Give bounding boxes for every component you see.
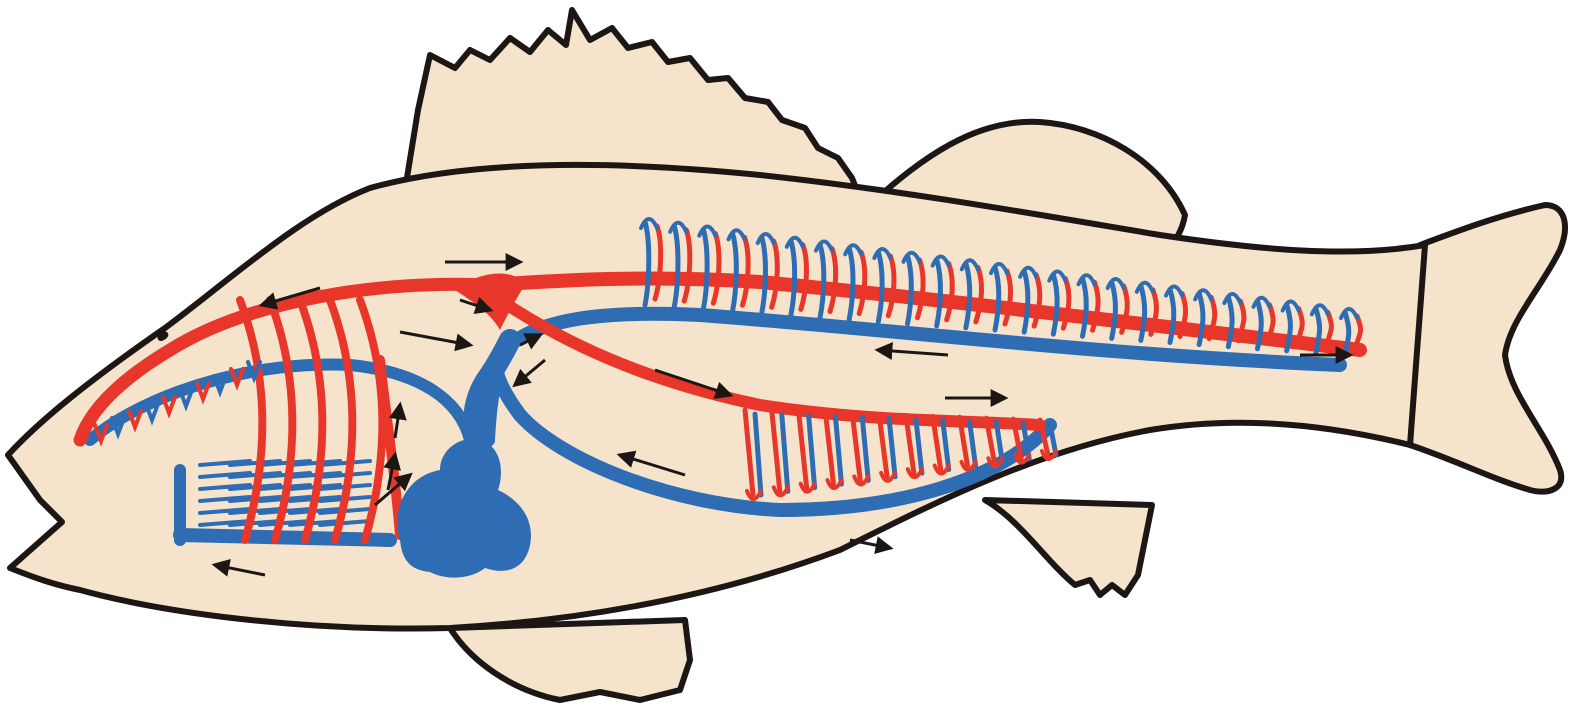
gill-venous-collector [180, 535, 390, 540]
pectoral-fin [985, 500, 1152, 595]
tail-fin [1410, 205, 1565, 492]
pelvic-fin [450, 620, 690, 700]
